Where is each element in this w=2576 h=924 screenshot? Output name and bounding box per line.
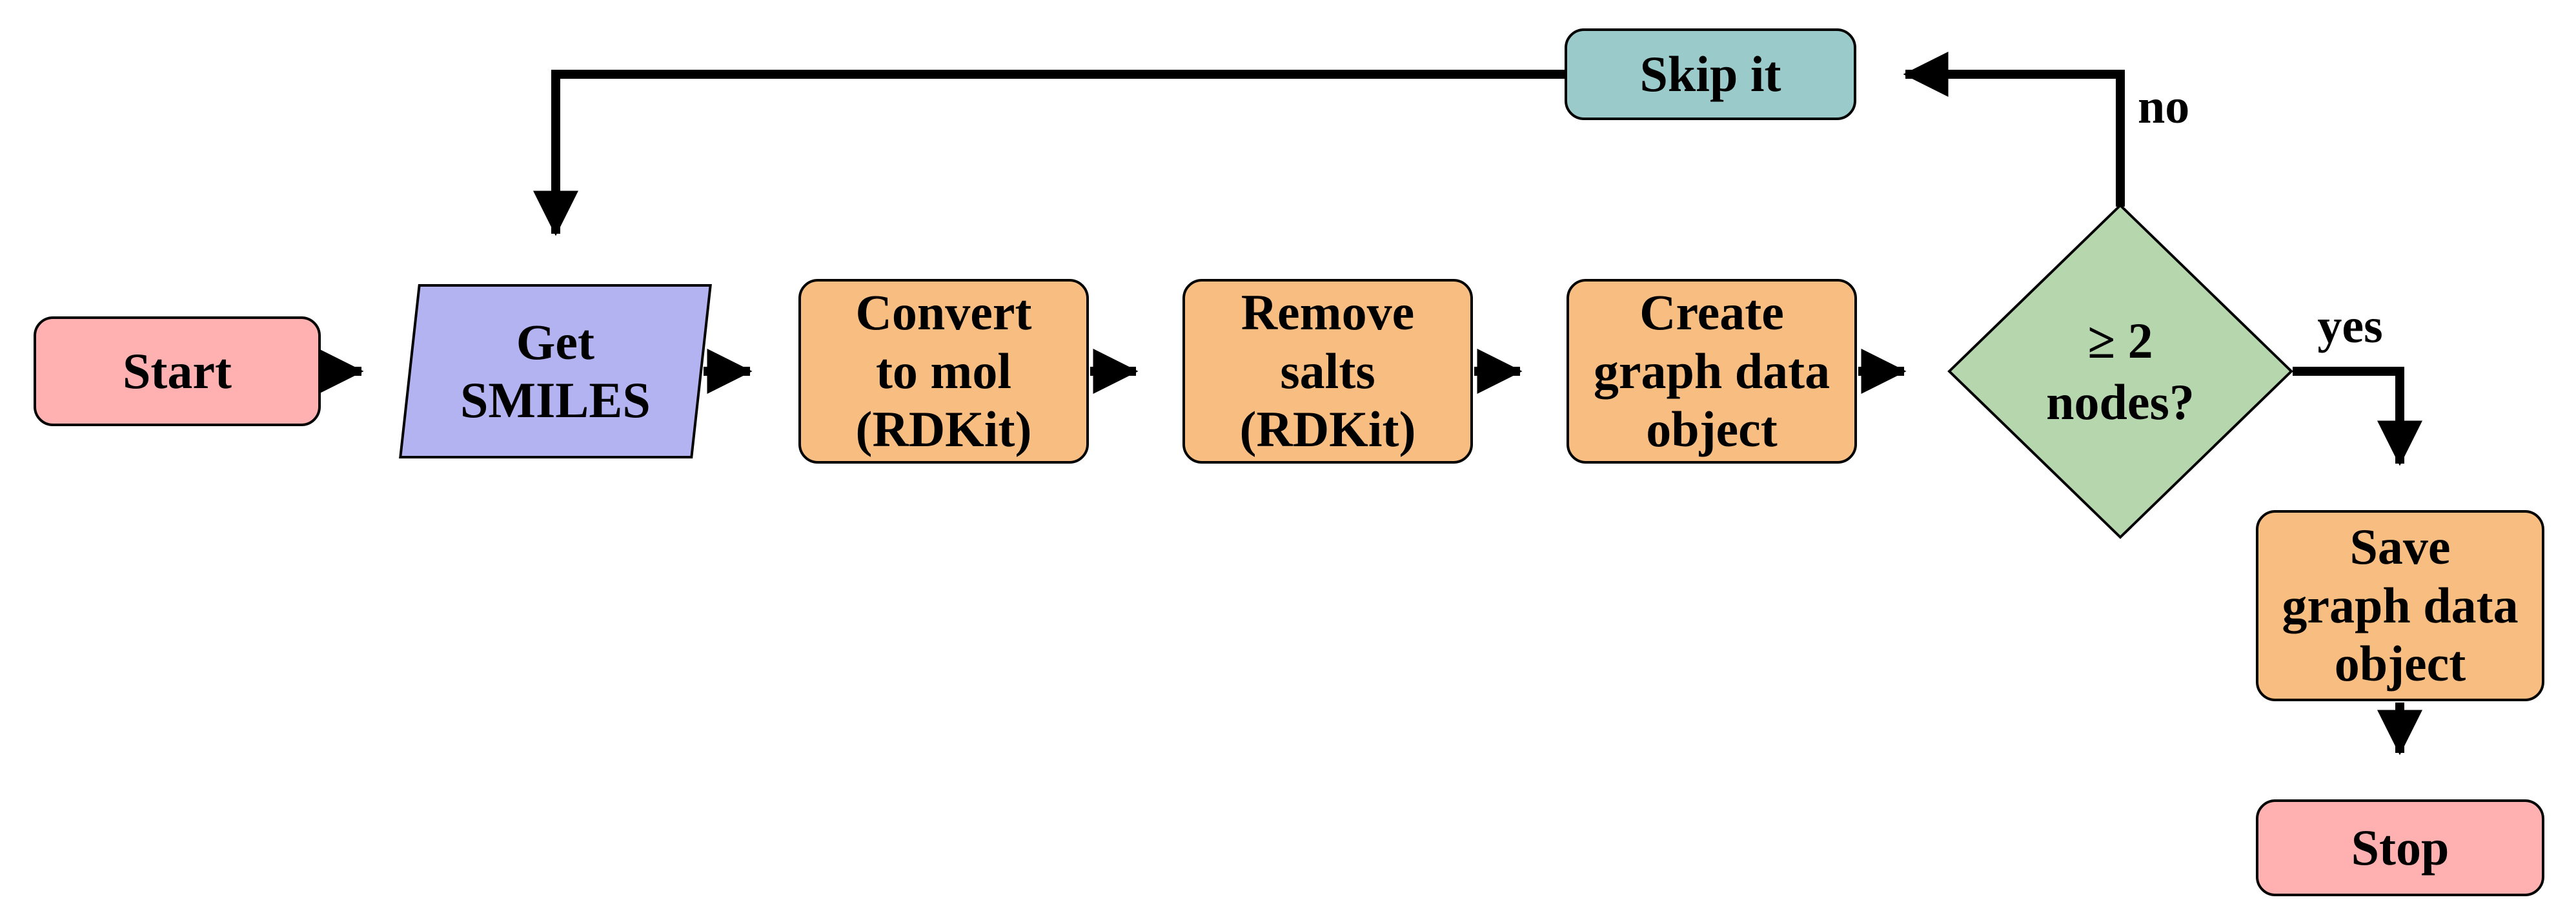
node-start: Start: [34, 316, 321, 426]
node-get-smiles: Get SMILES: [399, 284, 712, 458]
no-label: no: [2138, 79, 2190, 134]
node-remove-salts-label: Remove salts (RDKit): [1239, 284, 1416, 458]
node-decision-label: ≥ 2 nodes?: [2046, 312, 2195, 430]
node-save-graph-data-label: Save graph data object: [2282, 518, 2519, 692]
decision-diamond-shape: [1947, 203, 2293, 539]
node-create-graph-data-label: Create graph data object: [1593, 284, 1831, 458]
node-remove-salts: Remove salts (RDKit): [1182, 279, 1473, 464]
node-stop: Stop: [2256, 799, 2544, 896]
node-convert-to-mol-label: Convert to mol (RDKit): [855, 284, 1032, 458]
edge-decision-yes-to-save: [2293, 367, 2422, 466]
yes-label: yes: [2317, 299, 2383, 353]
edge-skip-to-get-smiles: [533, 70, 1565, 236]
node-start-label: Start: [123, 342, 232, 399]
node-stop-label: Stop: [2351, 819, 2449, 876]
node-create-graph-data: Create graph data object: [1567, 279, 1857, 464]
node-save-graph-data: Save graph data object: [2256, 510, 2544, 701]
node-get-smiles-label: Get SMILES: [460, 313, 651, 428]
node-convert-to-mol: Convert to mol (RDKit): [798, 279, 1089, 464]
node-skip-it: Skip it: [1565, 28, 1856, 120]
edge-decision-no-to-skip: [1903, 52, 2125, 207]
node-skip-it-label: Skip it: [1639, 45, 1781, 102]
